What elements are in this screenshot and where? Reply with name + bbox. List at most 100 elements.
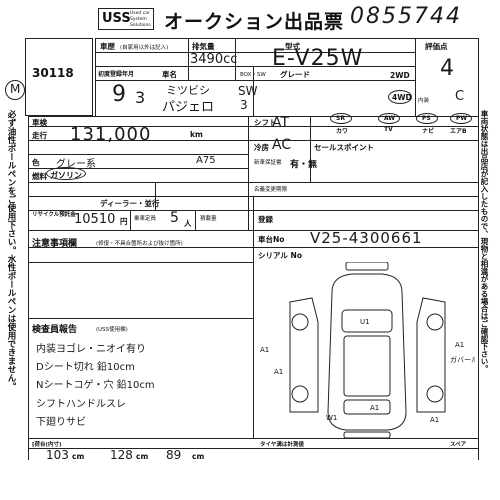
car-body-outline [327,273,407,431]
car-left-side [289,297,319,413]
value-capacity: 5 [170,210,179,226]
mark-rear-left: W1 [326,414,337,422]
car-roof [343,335,391,397]
inspector-line-3: Nシートコゲ・穴 鉛10cm [36,380,155,391]
car-wheel-fr [426,313,444,331]
label-aircon: 冷房 [254,143,269,152]
inspector-line-4: シフトハンドルスレ [36,399,126,410]
label-inspector: 検査員報告 [32,325,78,335]
uss-logo-sub: Used car System Solutions [130,11,151,28]
label-car-name: 車名 [162,70,177,79]
label-fuel: 燃料 [32,172,47,181]
footer-val-3: 89 [166,448,182,462]
value-shift: AT [272,115,290,131]
label-sales-point: セールスポイント [314,143,374,152]
car-front-bumper [345,262,389,271]
label-load: 積載量 [200,216,217,222]
value-color-code: A75 [196,155,216,166]
label-spare: スペア [450,442,467,448]
label-body: BOX・SW [240,72,266,78]
car-diagram: A1 U1 A1 A1 ガバール A1 W1 A1 A1 [260,262,475,439]
value-chassis: V25-4300661 [310,229,423,247]
capacity-unit: 人 [184,219,192,228]
car-rear-window [343,399,391,415]
left-margin-note: 必ず油性ボールペンをご使用下さい。水性ボールペンは使用できません。 [6,110,16,391]
inspector-line-5: 下廻りサビ [36,417,86,428]
option-airbag: エアB [450,128,467,135]
value-mileage: 131,000 [70,124,152,145]
label-shaken: 車検 [32,118,47,127]
footer-unit-3: cm [192,452,205,461]
value-body: SW [238,84,258,98]
label-score: 評価点 [425,42,448,51]
option-navi: ナビ [422,128,435,135]
car-wheel-fl [291,313,309,331]
mark-rear-right: A1 [430,416,439,424]
inspector-line-2: Dシート切れ 鉛10cm [36,362,135,373]
label-capacity: 乗車定員 [134,216,157,222]
right-margin-note: 車両状態は出品店が記入したもので、現物と相違がある場合はご確認下さい。 [480,110,489,373]
label-name-change: 名義変更期限 [254,187,288,193]
handwritten-number: 0855744 [350,4,462,29]
lot-number-box [25,38,93,116]
form-title: オークション出品票 [164,11,345,33]
mileage-unit: km [190,130,203,139]
value-model: E-V25W [272,46,364,71]
label-interior: 内装 [418,98,430,104]
car-right-side [416,297,446,413]
label-notes: 注意事項欄 [32,239,78,249]
footer-unit-1: cm [72,452,85,461]
value-doors: 3 [240,98,248,112]
value-interior-grade: C [455,89,465,104]
fuel-circle [46,167,86,180]
value-color: グレー系 [56,159,96,170]
label-warranty: 新車保証書 [254,160,282,166]
car-wheel-rr [426,385,444,403]
value-aircon: AC [272,137,292,153]
label-mileage: 走行 [32,131,47,140]
footer-val-1: 103 [46,448,69,462]
drive-2wd: 2WD [390,71,410,80]
label-grade: グレード [280,70,310,79]
mark-rear: A1 [370,404,379,412]
mark-left-door: A1 [260,346,269,354]
option-tv: TV [384,126,393,133]
label-notes-sub: (修復・不具合箇所および抜け箇所) [96,241,183,247]
footer-unit-2: cm [136,452,149,461]
value-car-name-1: ミツビシ [166,84,210,97]
value-score: 4 [440,56,454,81]
recycle-unit: 円 [120,217,128,226]
label-chassis: 車台No [258,235,285,244]
value-first-reg-month: 3 [135,88,146,107]
value-warranty: 有・無 [290,160,318,170]
mark-roof: U1 [360,318,370,326]
car-rear-bumper [343,431,391,439]
label-history: 車歴 [100,42,115,51]
label-displacement: 排気量 [192,42,215,51]
side-circle-letter: M [10,82,21,96]
value-displacement: 3490cc [190,52,238,67]
label-color: 色 [32,158,40,167]
label-registration: 登録 [258,215,273,224]
uss-logo: USS Used car System Solutions [98,8,154,30]
drive-4wd-circle [388,90,412,104]
label-serial: シリアル No [258,251,302,260]
value-import: ディーラー・並行 [100,199,160,208]
label-recycle: リサイクル預託金 [32,212,76,218]
value-first-reg-year: 9 [112,82,126,107]
mark-right-front: A1 [455,341,464,349]
option-kawa: カワ [336,128,349,135]
mark-right-note: ガバール [450,355,475,364]
footer-val-2: 128 [110,448,133,462]
label-inspector-sub: (USS使用欄) [96,327,128,333]
mark-left-rear: A1 [274,368,283,376]
label-footer-left: [荷台(内寸) [32,442,62,448]
label-shift: シフト [254,118,277,127]
value-recycle: 10510 [74,212,116,227]
label-first-reg: 初度登録年月 [98,71,135,78]
car-wheel-rl [291,385,309,403]
car-windshield [341,309,393,333]
inspector-line-1: 内装ヨゴレ・ニオイ有り [36,344,146,355]
value-car-name-2: パジェロ [162,100,215,115]
uss-logo-text: USS [102,11,131,26]
